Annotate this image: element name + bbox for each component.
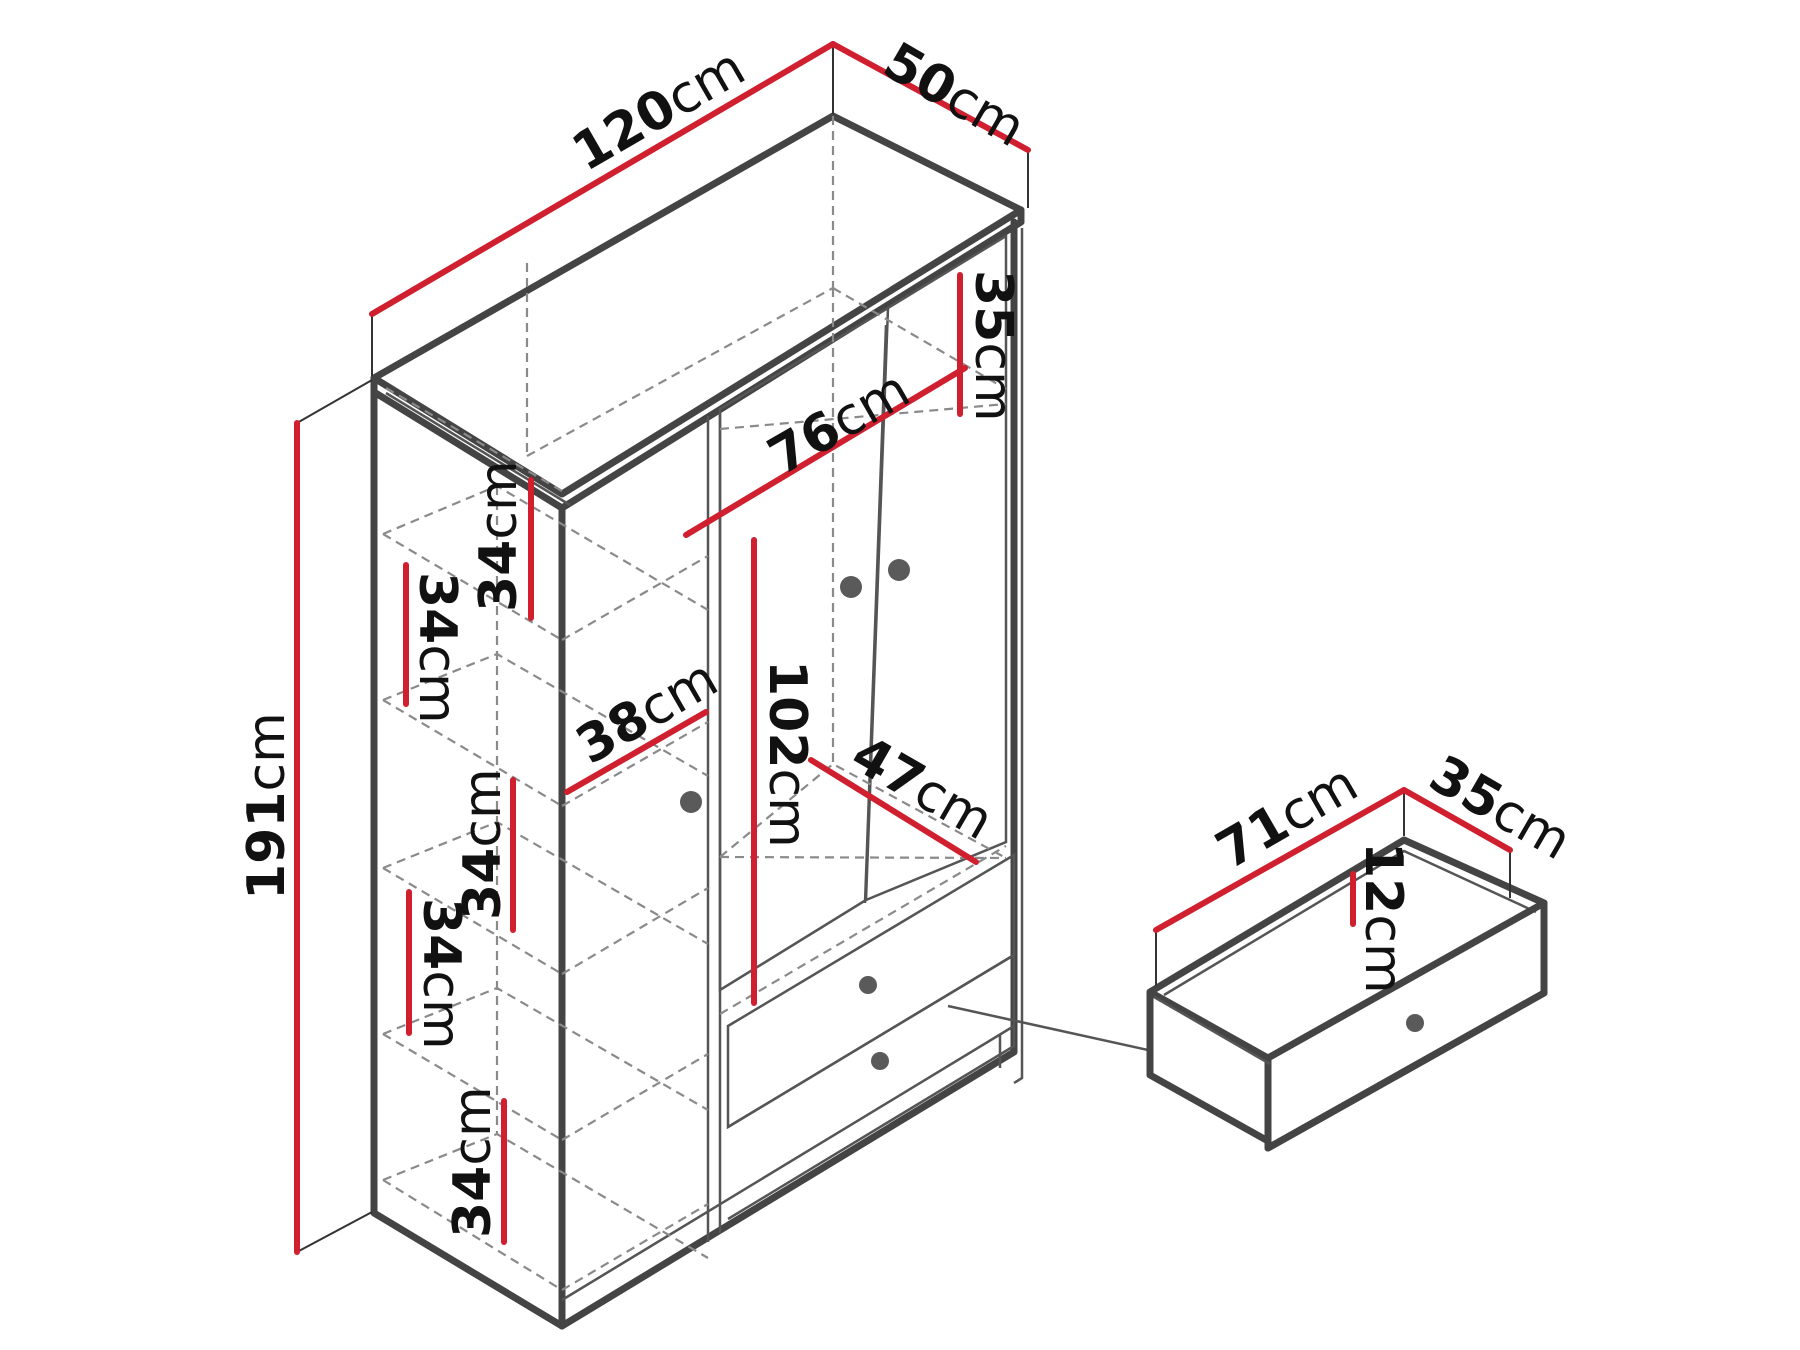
top-compartment-label: 35cm — [963, 270, 1023, 422]
shelf-4-value: 34 — [411, 898, 471, 970]
shelf-door-knob-icon — [680, 791, 702, 813]
dimension-labels: 120cm 50cm 191cm 35cm 76cm 102cm 47cm 38… — [237, 31, 1581, 1238]
height-unit: cm — [237, 712, 297, 791]
door-gap-line — [863, 324, 888, 904]
shelf-3-unit: cm — [453, 768, 513, 847]
shelf-2-unit: cm — [407, 644, 467, 723]
drawer-depth-dimension-line — [1401, 787, 1513, 853]
drawer-front-lower — [727, 952, 1016, 1221]
rail-dimension-line — [683, 365, 968, 538]
knobs — [680, 559, 910, 1070]
shelf-5-unit: cm — [443, 1086, 503, 1165]
hanging-unit: cm — [757, 769, 817, 848]
shelf-3-value: 34 — [453, 848, 513, 920]
drawer-front-panel — [1264, 899, 1548, 1152]
shelf-3-label: 34cm — [453, 768, 513, 920]
inner-depth-dimension-line — [808, 757, 979, 865]
shelf-2-value: 34 — [407, 572, 467, 644]
hanging-value: 102 — [757, 660, 817, 769]
hanging-label: 102cm — [757, 660, 817, 848]
shelf-width-dimension-line — [564, 709, 709, 795]
width-dimension-line — [369, 41, 836, 317]
drawer-height-unit: cm — [1353, 914, 1413, 993]
depth-label: 50cm — [874, 31, 1035, 159]
inner-depth-label: 47cm — [842, 724, 1003, 852]
height-label: 191cm — [237, 712, 297, 900]
shelf-1-value: 34 — [469, 540, 529, 612]
shelf-1-label: 34cm — [469, 460, 529, 612]
drawer-depth-label: 35cm — [1420, 744, 1581, 872]
drawer-knob-icon — [1406, 1014, 1424, 1032]
top-compartment-unit: cm — [963, 342, 1023, 421]
drawer-height-label: 12cm — [1353, 842, 1413, 994]
shelf-5-value: 34 — [443, 1166, 503, 1238]
shelf-5-label: 34cm — [443, 1086, 503, 1238]
right-door — [865, 233, 1008, 902]
drawer-detail — [947, 836, 1548, 1152]
shelf-4-label: 34cm — [411, 898, 471, 1050]
dimension-lines — [294, 41, 1513, 1255]
drawer-width-label: 71cm — [1207, 753, 1368, 881]
upper-drawer-knob-icon — [859, 976, 877, 994]
plinth — [561, 1024, 1015, 1302]
drawer-height-value: 12 — [1353, 842, 1413, 914]
depth-dimension-line — [830, 41, 1031, 153]
top-compartment-value: 35 — [963, 270, 1023, 342]
height-value: 191 — [237, 791, 297, 900]
wardrobe-front-edge — [558, 218, 1018, 1330]
drawer-leader-line — [947, 1004, 1149, 1052]
wardrobe — [370, 112, 1025, 1330]
left-door-knob-icon — [840, 576, 862, 598]
shelf-2-label: 34cm — [407, 572, 467, 724]
shelf-4-unit: cm — [411, 970, 471, 1049]
width-label: 120cm — [563, 37, 756, 183]
rail-label: 76cm — [759, 359, 920, 487]
lower-drawer-knob-icon — [871, 1052, 889, 1070]
shelf-1-unit: cm — [469, 460, 529, 539]
right-door-knob-icon — [888, 559, 910, 581]
wardrobe-left-side — [370, 374, 566, 1330]
drawer-width-dimension-line — [1153, 787, 1407, 933]
hidden-edges — [382, 116, 1007, 1291]
